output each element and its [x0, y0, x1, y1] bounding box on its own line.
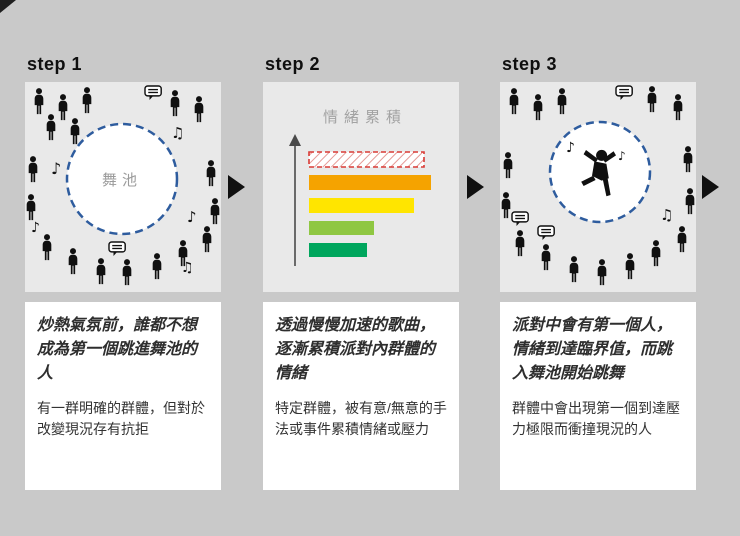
- step-1-scene: 舞池: [26, 85, 220, 286]
- person-icon: [503, 152, 513, 179]
- person-icon: [677, 226, 687, 253]
- music-note-icon: ♫: [171, 124, 184, 142]
- person-icon: [68, 248, 78, 275]
- bar-light-green: [309, 221, 374, 235]
- person-icon: [46, 114, 56, 141]
- music-note-icon: ♫: [660, 206, 673, 224]
- person-icon: [651, 240, 661, 267]
- person-icon: [625, 253, 635, 280]
- music-note-icon: ♪: [618, 149, 626, 163]
- person-icon: [210, 198, 220, 225]
- speech-bubble-icon: [537, 225, 555, 241]
- music-note-icon: ♫: [181, 260, 194, 276]
- person-icon: [515, 230, 525, 257]
- flow-arrow-step2-to-step3: [467, 175, 484, 199]
- step-3-label: step 3: [502, 54, 558, 74]
- person-icon: [206, 160, 216, 187]
- step-3-heading: 派對中會有第一個人，情緒到達臨界值，而跳入舞池開始跳舞: [512, 317, 673, 382]
- speech-bubble-icon: [144, 85, 162, 101]
- step-2-body: 特定群體，被有意/無意的手法或事件累積情緒或壓力: [275, 400, 447, 437]
- music-notes: ♪ ♪ ♫: [566, 140, 673, 224]
- person-icon: [170, 90, 180, 117]
- person-icon: [58, 94, 68, 121]
- music-note-icon: ♪: [51, 159, 61, 178]
- step-2-label: step 2: [265, 54, 321, 74]
- step-3-body: 群體中會出現第一個到達壓力極限而衝撞現況的人: [512, 400, 680, 437]
- step-2-column: step 2 情緒累積 透過慢慢加速的歌曲，逐漸累積派對內群體的情緒 特定群體，…: [263, 54, 459, 490]
- axis-arrowhead-icon: [289, 134, 301, 146]
- person-icon: [82, 87, 92, 114]
- person-icon: [685, 188, 695, 215]
- step-3-illustration-panel: ♪ ♪ ♫: [500, 82, 696, 292]
- step-1-column: step 1 舞池: [25, 54, 221, 490]
- corner-mark: [0, 0, 16, 13]
- person-icon: [194, 96, 204, 123]
- dance-floor-circle: [65, 122, 179, 236]
- person-icon: [34, 88, 44, 115]
- step-1-illustration-panel: 舞池: [25, 82, 221, 292]
- person-icon: [152, 253, 162, 280]
- person-icon: [533, 94, 543, 121]
- step-1-body: 有一群明確的群體，但對於改變現況存有抗拒: [37, 400, 205, 437]
- music-note-icon: ♪: [187, 208, 197, 226]
- step-1-heading: 炒熱氣氛前，誰都不想成為第一個跳進舞池的人: [37, 317, 198, 382]
- person-icon: [26, 194, 36, 221]
- person-icon: [122, 259, 132, 286]
- step-3-scene: ♪ ♪ ♫: [501, 85, 695, 286]
- flow-arrow-step3-next: [702, 175, 719, 199]
- step-1-label: step 1: [27, 54, 83, 74]
- person-icon: [683, 146, 693, 173]
- step-3-column: step 3: [500, 54, 696, 490]
- person-icon: [557, 88, 567, 115]
- speech-bubble-icon: [108, 241, 126, 257]
- person-icon: [647, 86, 657, 113]
- person-icon: [96, 258, 106, 285]
- music-note-icon: ♪: [31, 220, 40, 236]
- step-1-textbox: 炒熱氣氛前，誰都不想成為第一個跳進舞池的人 有一群明確的群體，但對於改變現況存有…: [25, 302, 221, 490]
- person-icon: [70, 118, 80, 145]
- person-icon: [501, 192, 511, 219]
- bar-yellow: [309, 198, 414, 213]
- step-2-illustration-panel: 情緒累積: [263, 82, 459, 292]
- person-icon: [28, 156, 38, 183]
- speech-bubble-icon: [511, 211, 529, 227]
- music-notes: ♪ ♫ ♪ ♪ ♫: [31, 124, 197, 276]
- flow-arrow-step1-to-step2: [228, 175, 245, 199]
- speech-bubble-icon: [615, 85, 633, 101]
- person-icon: [673, 94, 683, 121]
- person-icon: [509, 88, 519, 115]
- chart-title: 情緒累積: [323, 109, 407, 126]
- person-icon: [569, 256, 579, 283]
- step-2-textbox: 透過慢慢加速的歌曲，逐漸累積派對內群體的情緒 特定群體，被有意/無意的手法或事件…: [263, 302, 459, 490]
- dance-floor-label: 舞池: [102, 172, 142, 189]
- step-2-heading: 透過慢慢加速的歌曲，逐漸累積派對內群體的情緒: [275, 317, 436, 382]
- person-icon: [202, 226, 212, 253]
- step-3-textbox: 派對中會有第一個人，情緒到達臨界值，而跳入舞池開始跳舞 群體中會出現第一個到達壓…: [500, 302, 696, 490]
- person-icon: [42, 234, 52, 261]
- bar-threshold: [308, 151, 425, 168]
- person-icon: [541, 244, 551, 271]
- bar-green: [309, 243, 367, 257]
- emotion-accumulation-chart: 情緒累積: [289, 109, 431, 266]
- music-note-icon: ♪: [566, 140, 575, 156]
- bar-orange: [309, 175, 431, 190]
- person-icon: [597, 259, 607, 286]
